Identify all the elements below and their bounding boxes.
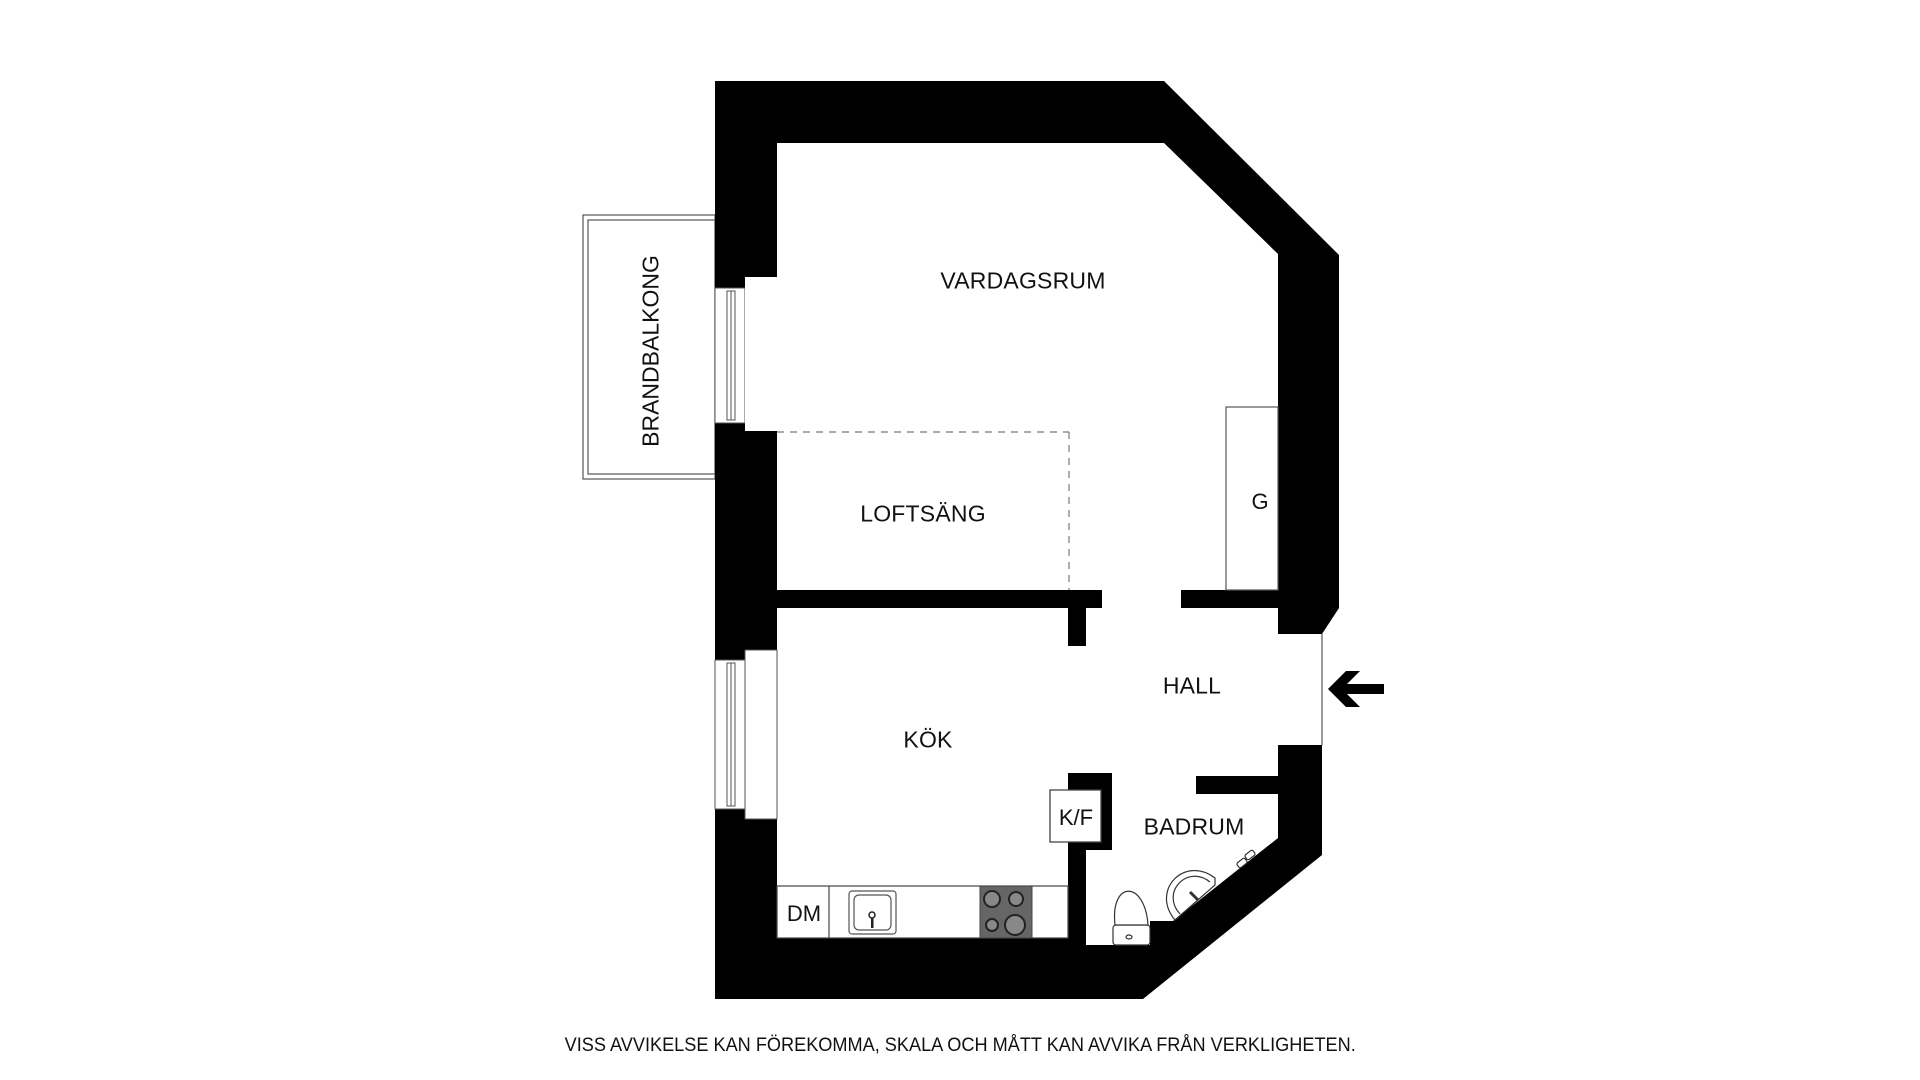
room-label-loftsang: LOFTSÄNG	[860, 500, 986, 527]
wall-bath-north	[1196, 776, 1278, 794]
window-kitchen	[714, 649, 778, 820]
dishwasher-label: DM	[786, 901, 822, 926]
wall-loft-kitchen	[777, 590, 1102, 608]
window-living-room	[714, 277, 777, 431]
arrow-left-icon	[1328, 671, 1384, 707]
faucet-icon	[1236, 849, 1256, 869]
fridge-freezer-label: K/F	[1058, 805, 1094, 830]
wall-bath-west-lower	[1068, 850, 1086, 945]
kitchen-counter	[776, 885, 1069, 939]
balcony	[582, 214, 716, 480]
washbasin-icon	[1165, 870, 1216, 921]
room-label-badrum: BADRUM	[1143, 813, 1245, 840]
toilet-icon	[1112, 890, 1151, 946]
wall-stub-kitchen	[1068, 608, 1086, 646]
room-label-kok: KÖK	[903, 726, 953, 753]
wall-hall-north	[1181, 590, 1278, 608]
hall-wall-right-upper	[1278, 580, 1322, 634]
disclaimer-footer: VISS AVVIKELSE KAN FÖREKOMMA, SKALA OCH …	[564, 1034, 1356, 1056]
wardrobe-box	[1225, 406, 1279, 591]
sink-icon	[848, 890, 897, 935]
stove-icon	[979, 885, 1033, 939]
room-label-hall: HALL	[1162, 672, 1222, 699]
wardrobe-label: G	[1251, 489, 1269, 514]
room-label-vardagsrum: VARDAGSRUM	[940, 267, 1106, 294]
fridge-freezer-box	[1049, 789, 1102, 843]
loft-bed-outline	[777, 431, 1070, 590]
room-label-brandbalkong: BRANDBALKONG	[637, 255, 664, 447]
